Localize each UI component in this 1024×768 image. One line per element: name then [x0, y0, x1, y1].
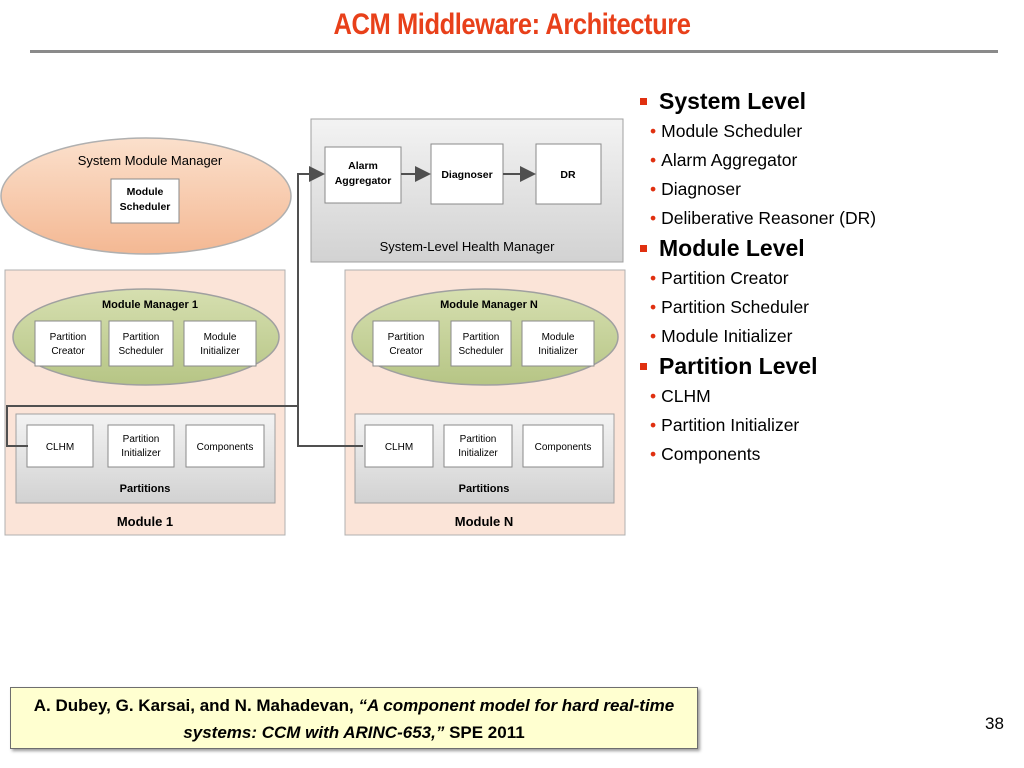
list-item: •Alarm Aggregator: [650, 150, 798, 170]
citation-title: “A component model for hard real-time sy…: [183, 696, 675, 742]
connector-lines: [6, 166, 363, 447]
mn-partition-initializer-2: Initializer: [458, 448, 498, 459]
citation-venue: SPE 2011: [444, 723, 525, 742]
m1-partition-scheduler-2: Scheduler: [118, 346, 164, 357]
list-item: •Diagnoser: [650, 179, 741, 199]
m1-partition-initializer-2: Initializer: [121, 448, 161, 459]
citation-box: A. Dubey, G. Karsai, and N. Mahadevan, “…: [10, 687, 698, 749]
module-1-label: Module 1: [117, 514, 173, 529]
module-scheduler-line1: Module: [127, 186, 164, 198]
module-level-heading: Module Level: [659, 235, 805, 261]
list-item: •CLHM: [650, 386, 711, 406]
system-module-manager-label: System Module Manager: [78, 153, 223, 168]
list-item: •Partition Scheduler: [650, 297, 810, 317]
title-divider: [30, 50, 998, 53]
bullet-list: System Level •Module Scheduler •Alarm Ag…: [640, 86, 1020, 469]
mn-partition-initializer-1: Partition: [460, 434, 497, 445]
module-n-label: Module N: [455, 514, 514, 529]
mn-partition-scheduler-1: Partition: [463, 332, 500, 343]
mn-partition-creator-2: Creator: [389, 346, 423, 357]
diagnoser-box: Diagnoser: [441, 169, 492, 181]
health-manager-label: System-Level Health Manager: [380, 239, 556, 254]
level-partition: Partition Level: [640, 351, 1020, 382]
m1-module-initializer-2: Initializer: [200, 346, 240, 357]
slide-title: ACM Middleware: Architecture: [333, 8, 691, 41]
level-module: Module Level: [640, 233, 1020, 264]
mn-partitions-label: Partitions: [459, 483, 510, 495]
partition-level-heading: Partition Level: [659, 353, 818, 379]
page-number: 38: [985, 714, 1004, 733]
mn-module-initializer-1: Module: [542, 332, 575, 343]
mn-partition-scheduler-2: Scheduler: [458, 346, 504, 357]
module-scheduler-line2: Scheduler: [120, 201, 171, 213]
m1-partitions-label: Partitions: [120, 483, 171, 495]
m1-partition-scheduler-1: Partition: [123, 332, 160, 343]
module-manager-n-label: Module Manager N: [440, 299, 538, 311]
m1-partition-creator-2: Creator: [51, 346, 85, 357]
bullet-square-icon: [640, 363, 647, 370]
alarm-line1: Alarm: [348, 160, 378, 172]
m1-components: Components: [197, 442, 254, 453]
mn-components: Components: [535, 442, 592, 453]
list-item: •Module Scheduler: [650, 121, 803, 141]
list-item: •Deliberative Reasoner (DR): [650, 208, 877, 228]
citation-authors: A. Dubey, G. Karsai, and N. Mahadevan,: [33, 696, 359, 715]
m1-partition-initializer-1: Partition: [123, 434, 160, 445]
module-manager-1-label: Module Manager 1: [102, 299, 198, 311]
level-system: System Level: [640, 86, 1020, 117]
m1-module-initializer-1: Module: [204, 332, 237, 343]
system-module-manager: System Module Manager Module Scheduler: [0, 137, 292, 255]
system-level-heading: System Level: [659, 88, 807, 114]
mn-module-initializer-2: Initializer: [538, 346, 578, 357]
list-item: •Components: [650, 444, 761, 464]
bullet-square-icon: [640, 98, 647, 105]
alarm-line2: Aggregator: [335, 175, 392, 187]
module-1: Module Manager 1 Partition Creator Parti…: [4, 269, 286, 536]
architecture-diagram: System Module Manager Module Scheduler A…: [0, 118, 626, 536]
list-item: •Partition Creator: [650, 268, 789, 288]
mn-partition-creator-1: Partition: [388, 332, 425, 343]
m1-partition-creator-1: Partition: [50, 332, 87, 343]
list-item: •Module Initializer: [650, 326, 793, 346]
health-manager: Alarm Aggregator Diagnoser DR System-Lev…: [310, 118, 624, 263]
dr-box: DR: [560, 169, 576, 181]
m1-clhm: CLHM: [46, 442, 74, 453]
bullet-square-icon: [640, 245, 647, 252]
module-n: Module Manager N Partition Creator Parti…: [344, 269, 626, 536]
mn-clhm: CLHM: [385, 442, 413, 453]
list-item: •Partition Initializer: [650, 415, 800, 435]
